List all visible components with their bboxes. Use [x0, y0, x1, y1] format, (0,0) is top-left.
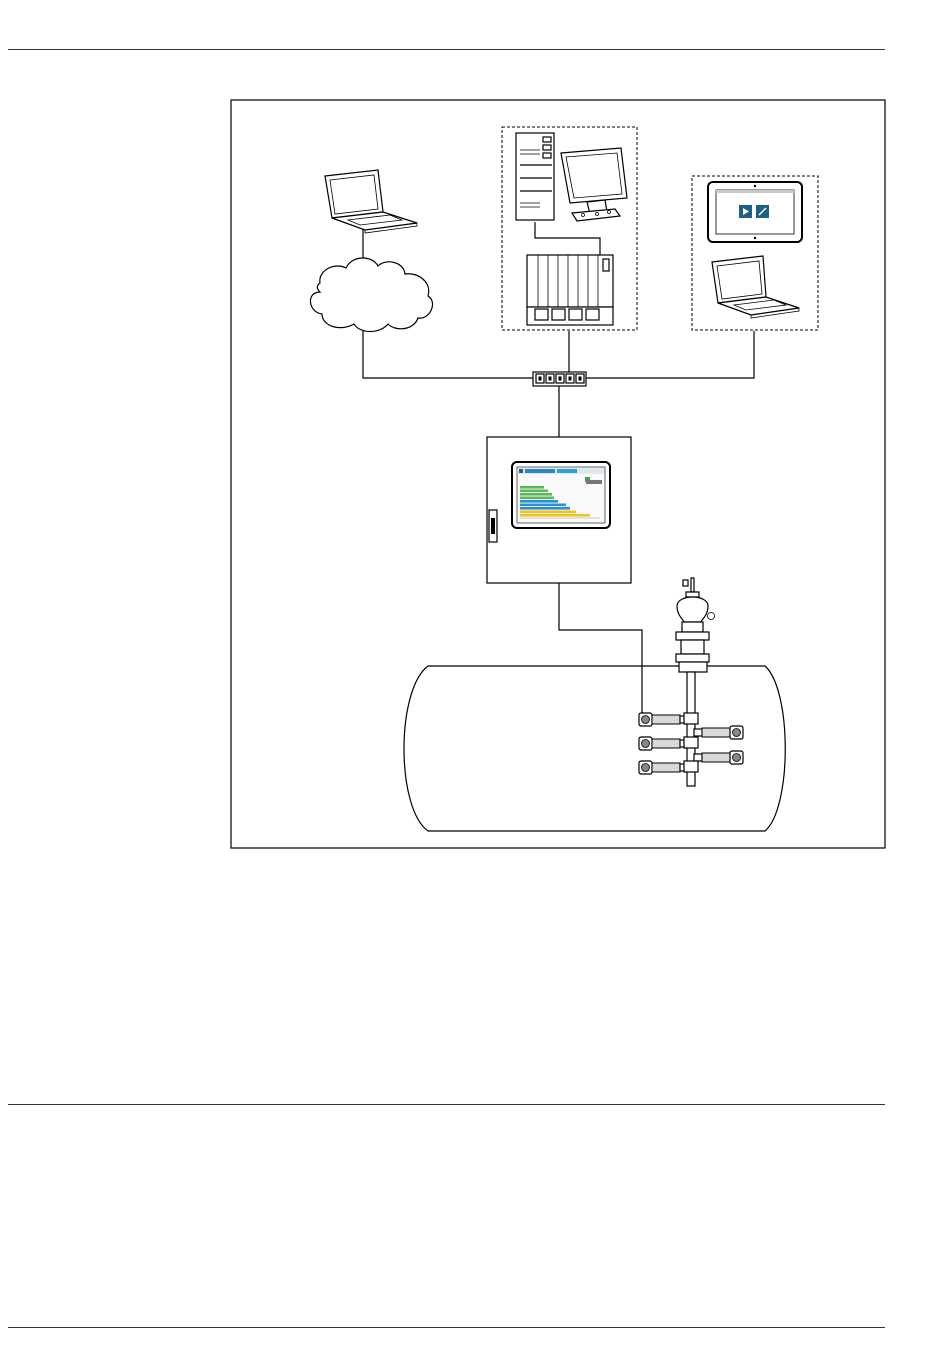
tablet-icon	[708, 182, 802, 242]
sensor-left-3	[639, 761, 688, 774]
probe-clamps	[684, 713, 698, 772]
sensor-left-2	[639, 737, 688, 750]
network-switch-icon	[533, 372, 586, 386]
laptop-remote-icon	[325, 170, 417, 233]
control-cabinet-icon	[487, 437, 631, 583]
cloud-icon	[310, 258, 432, 332]
sensor-left-1	[639, 713, 688, 726]
sensor-right-1	[694, 726, 743, 739]
sensor-right-2	[694, 751, 743, 764]
computer-tower-icon	[516, 133, 554, 220]
monitor-icon	[561, 148, 627, 221]
tank-vessel	[404, 666, 785, 831]
plc-rack-icon	[527, 255, 613, 325]
laptop-service-icon	[712, 256, 799, 318]
